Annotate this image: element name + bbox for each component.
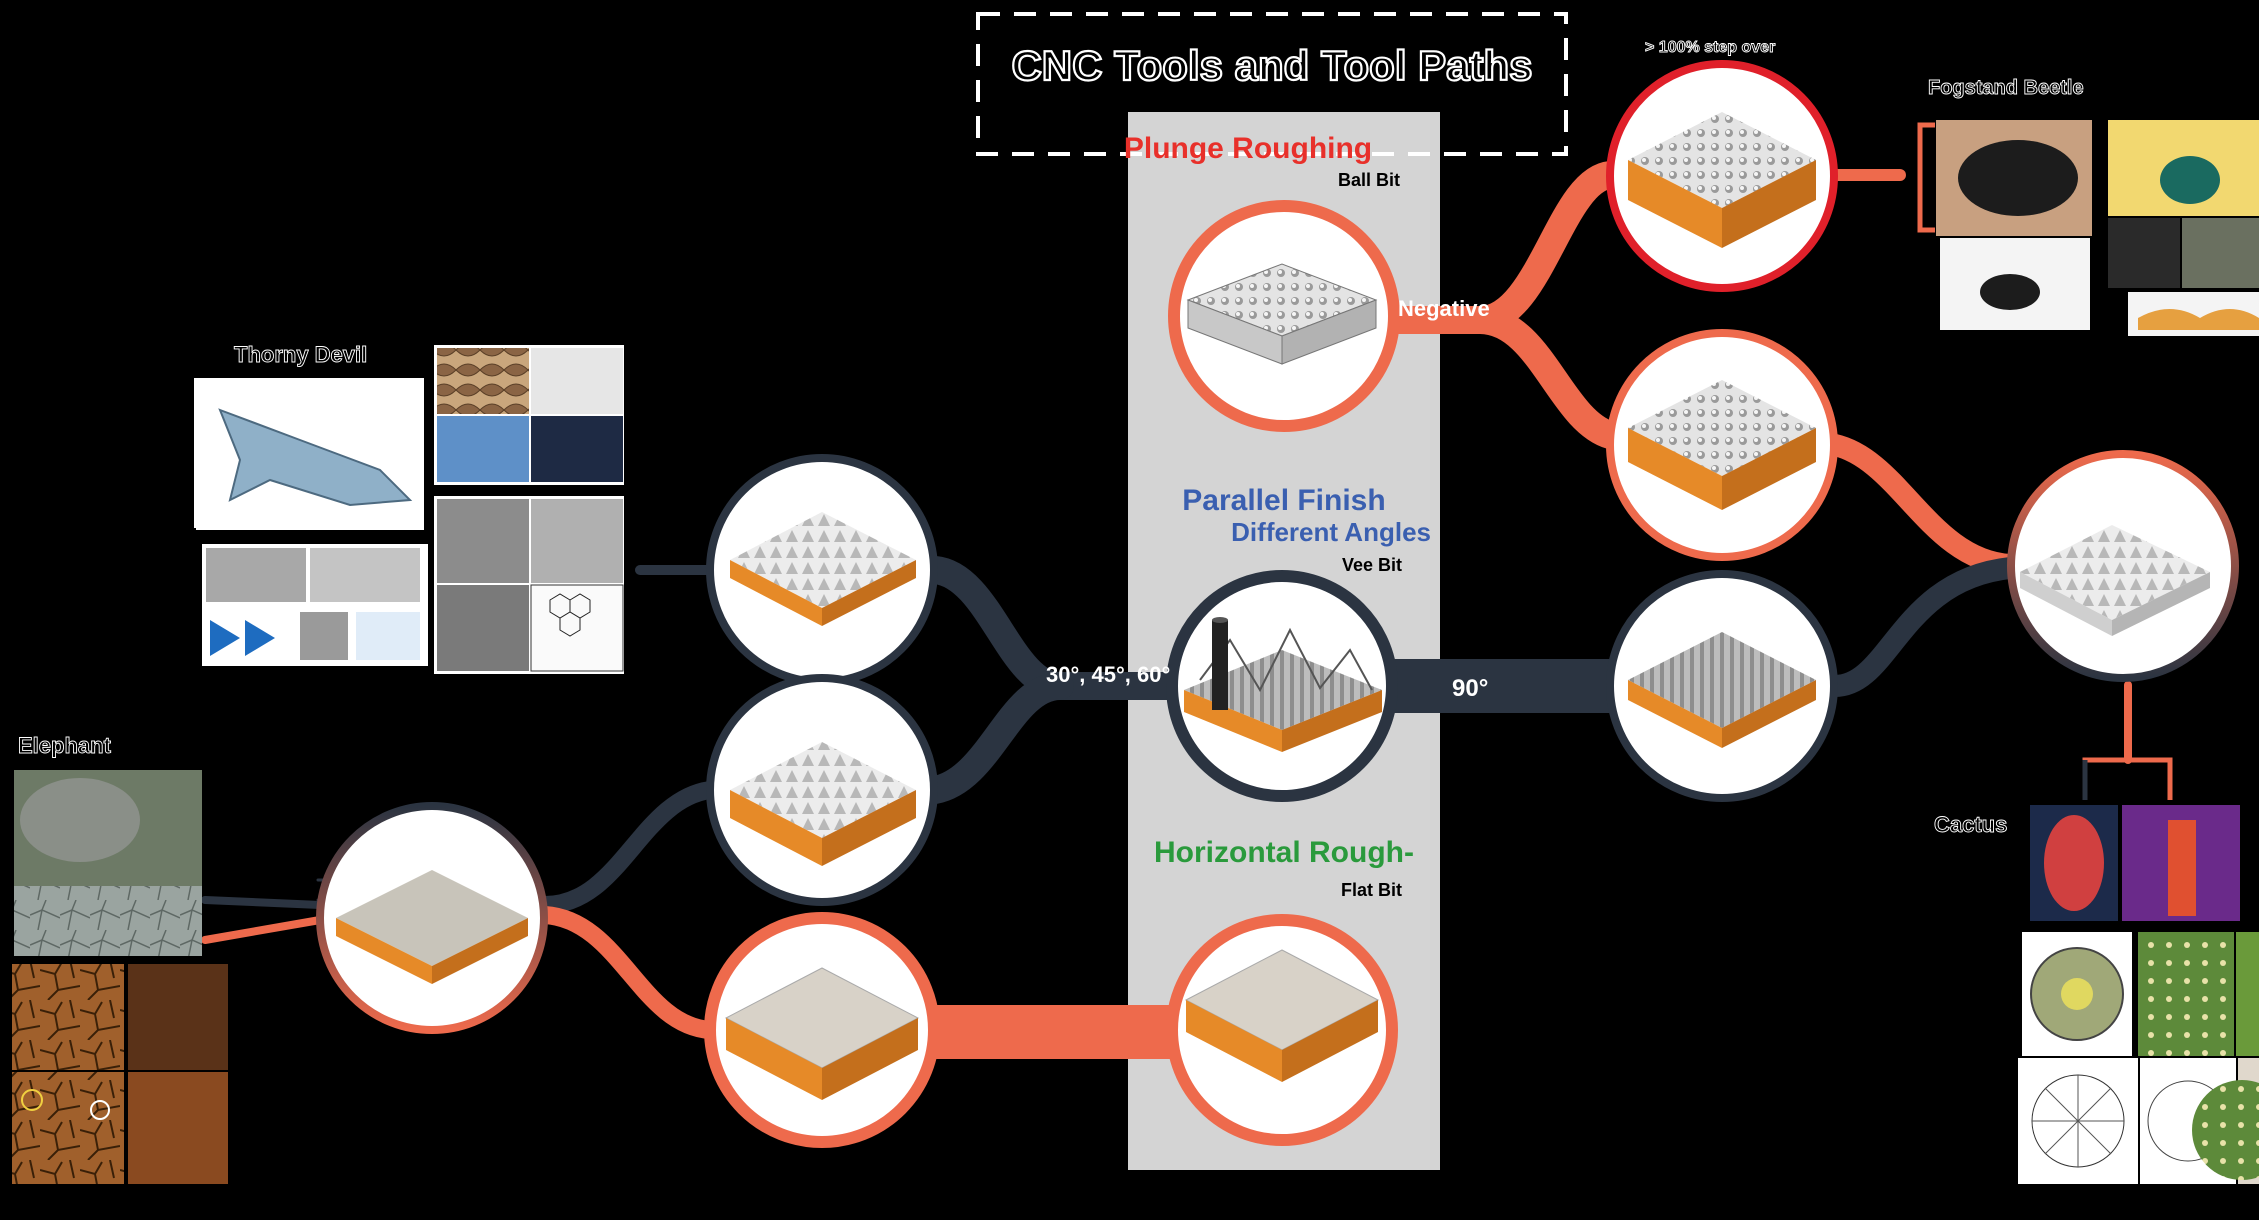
plunge-roughing-label: Plunge Roughing <box>1124 132 1372 165</box>
vee-circle <box>1166 570 1398 802</box>
cactus-images <box>2018 757 2259 1184</box>
different-angles-label: Different Angles <box>1231 517 1431 547</box>
angles-label: 30°, 45°, 60° <box>1046 662 1170 687</box>
parallel-finish-label: Parallel Finish <box>1182 484 1385 517</box>
diagram-title: CNC Tools and Tool Paths <box>1011 42 1532 89</box>
connection-paths <box>201 161 2132 1059</box>
cactus-pattern-circle <box>2007 450 2239 682</box>
horizontal-rough-label: Horizontal Rough- <box>1154 836 1414 869</box>
step-over-note: > 100% step over <box>1645 39 1775 56</box>
elephant-images <box>12 770 228 1184</box>
elephant-pattern-circle <box>316 802 548 1034</box>
title-box <box>976 12 1568 156</box>
thorny-devil-images <box>194 345 624 674</box>
elephant-label: Elephant <box>18 733 112 758</box>
negative-label: Negative <box>1398 296 1490 321</box>
fogstand-beetle-label: Fogstand Beetle <box>1928 77 2084 99</box>
pyramid-circle <box>706 674 938 906</box>
ninety-label: 90° <box>1452 675 1488 702</box>
vee-bit-label: Vee Bit <box>1342 555 1402 575</box>
thorny-pattern-circle <box>706 454 938 686</box>
flat-square-circle <box>704 912 940 1148</box>
bump-circle <box>1606 329 1838 561</box>
step-over-circle <box>1606 60 1838 292</box>
ball-bit-label: Ball Bit <box>1338 170 1400 190</box>
plunge-circle <box>1168 200 1400 432</box>
cactus-label: Cactus <box>1934 812 2007 837</box>
thorny-devil-label: Thorny Devil <box>234 342 367 367</box>
flat-bit-label: Flat Bit <box>1341 880 1402 900</box>
ninety-circle <box>1606 570 1838 802</box>
flat-circle <box>1166 914 1398 1146</box>
beetle-images <box>1917 120 2259 336</box>
